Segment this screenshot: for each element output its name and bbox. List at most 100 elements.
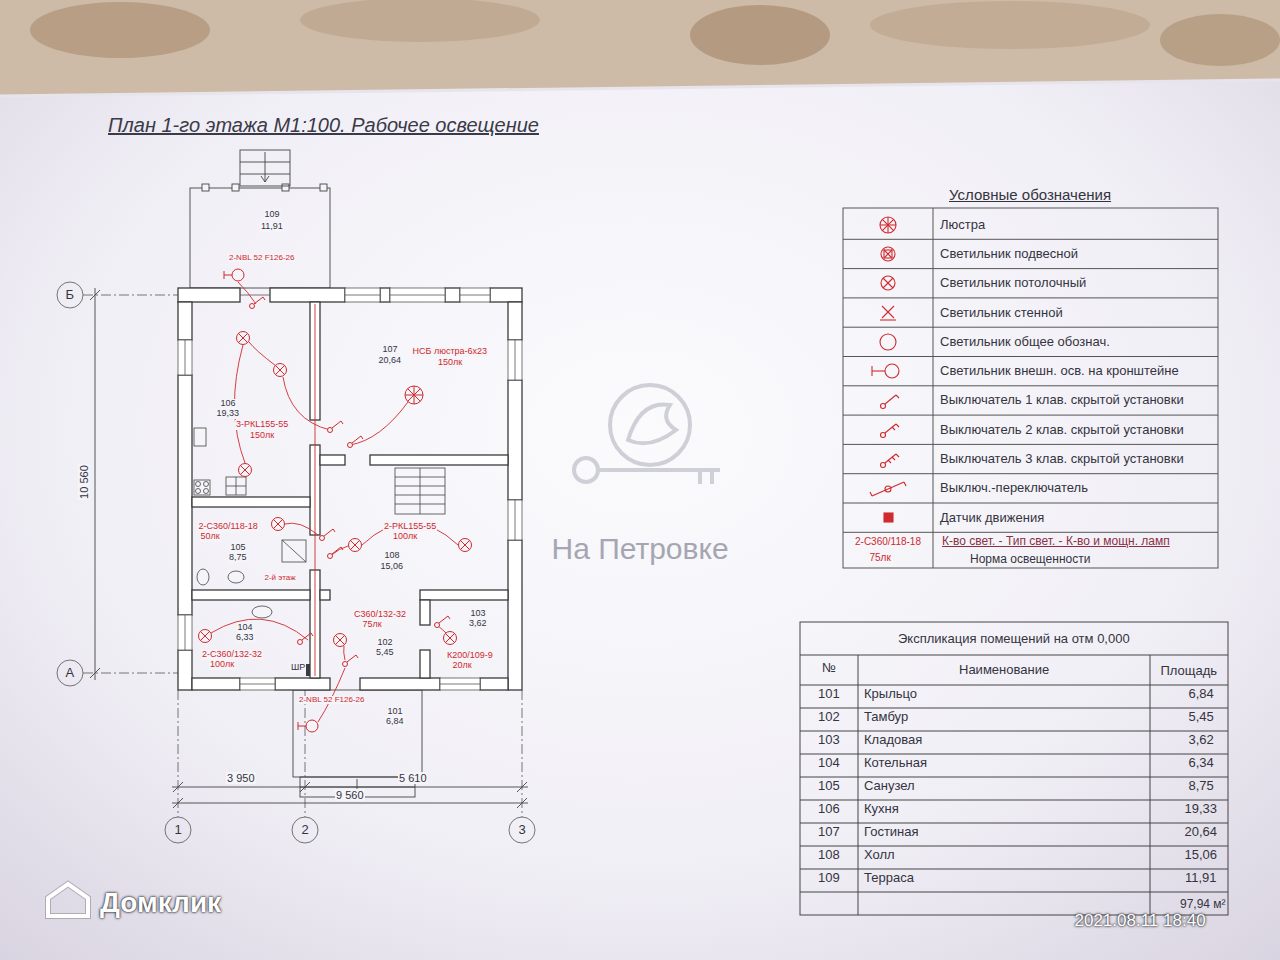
room-label: 15,06 [380, 562, 405, 572]
window [240, 684, 275, 685]
lighting-spec: 150лк [437, 358, 463, 368]
wall [508, 380, 522, 500]
fixture [196, 489, 201, 494]
terrace-outline [190, 150, 330, 288]
dimension-line [90, 668, 100, 678]
wall [178, 650, 192, 690]
legend-grid [933, 208, 934, 568]
legend-symbol [883, 278, 893, 288]
luminaire [272, 518, 285, 531]
legend-symbol [881, 463, 886, 468]
legend-symbol [885, 486, 891, 492]
table-cell: 11,91 [1185, 871, 1217, 885]
dimension-line [173, 798, 183, 808]
table-cell: Гостиная [864, 825, 919, 839]
legend-grid [843, 356, 1218, 357]
stair-note: 2-й этаж [264, 574, 297, 583]
window [178, 615, 192, 650]
table-cell: 103 [818, 733, 840, 747]
terrace-outline [320, 184, 327, 191]
table-cell: Холл [864, 848, 895, 862]
dimension-line [173, 782, 183, 792]
legend-symbol [872, 370, 885, 371]
table-grid [800, 846, 1228, 847]
room-label: 102 [377, 638, 394, 648]
legend-symbol [885, 364, 899, 378]
terrace-outline [282, 184, 289, 191]
fixture [282, 540, 306, 562]
room-area: 2-РКL155-55100лк10815,06 [322, 467, 508, 590]
table-cell: 105 [818, 779, 840, 793]
table-grid [800, 892, 1228, 893]
wiring [285, 523, 318, 535]
legend-symbol [881, 404, 886, 409]
window [460, 295, 490, 296]
room-area: 1046,332-С360/132-32100лк [192, 602, 300, 678]
room-area: 10911,91 [192, 190, 328, 288]
luminaire [239, 464, 252, 477]
table-grid [800, 731, 1228, 732]
wall [420, 650, 430, 678]
luminaire [237, 332, 250, 345]
room-label: 11,91 [260, 222, 284, 232]
table-grid [858, 655, 859, 915]
domclick-icon [48, 884, 88, 916]
table-cell: 3,62 [1189, 733, 1214, 747]
fixture [194, 480, 210, 495]
porch-outline [300, 787, 415, 788]
legend-title: Условные обозначения [949, 187, 1111, 204]
window [345, 295, 380, 296]
table-cell: 107 [818, 825, 840, 839]
legend-text: Светильник подвесной [940, 247, 1078, 261]
carpet [870, 1, 1150, 49]
domclick-icon [48, 884, 88, 916]
table-head: Площадь [1161, 664, 1218, 678]
legend-symbol [872, 482, 904, 496]
carpet [1160, 14, 1280, 66]
legend-symbol [896, 395, 899, 398]
window [240, 295, 270, 296]
watermark: На Петровке [552, 532, 729, 565]
watermark-logo [574, 385, 720, 484]
fixture [252, 606, 272, 618]
domclick-icon [48, 884, 88, 916]
axis-mark: 2 [302, 823, 309, 837]
terrace-outline [232, 184, 239, 191]
wall [320, 455, 345, 465]
axis-line [57, 282, 83, 308]
lighting-spec: 100лк [209, 660, 235, 670]
legend-symbol [892, 457, 895, 460]
table-cell: Крыльцо [864, 687, 917, 701]
legend-symbol [885, 395, 896, 404]
wiring [249, 342, 276, 366]
lighting-spec: С360/132-32 [353, 610, 407, 620]
wall [480, 678, 508, 690]
room-label: 8,75 [228, 553, 248, 563]
terrace-outline [202, 184, 209, 191]
table-grid [800, 869, 1228, 870]
fixture [228, 571, 244, 583]
watermark-logo [710, 470, 714, 484]
table-cell: Терраса [864, 871, 914, 885]
lighting-spec: 3-РКL155-55 [235, 420, 289, 430]
legend-text: Выключатель 3 клав. скрытой установки [940, 452, 1184, 466]
legend-symbol [885, 454, 896, 463]
legend-grid [843, 268, 1218, 269]
table-head: Наименование [959, 663, 1049, 677]
legend-symbol [904, 482, 906, 486]
axis-line [57, 660, 83, 686]
wall [275, 678, 330, 690]
wiring [283, 377, 330, 430]
table-head: № [822, 661, 836, 675]
room-label: 103 [470, 609, 487, 619]
lighting-spec: НСБ люстра-6х23 [412, 347, 489, 357]
wall [270, 288, 345, 302]
watermark: Домклик [100, 888, 221, 919]
legend-symbol [896, 454, 899, 457]
lighting-spec: 150лк [249, 431, 275, 441]
switch [328, 547, 344, 559]
terrace-outline [190, 188, 330, 288]
carpet [690, 5, 830, 65]
